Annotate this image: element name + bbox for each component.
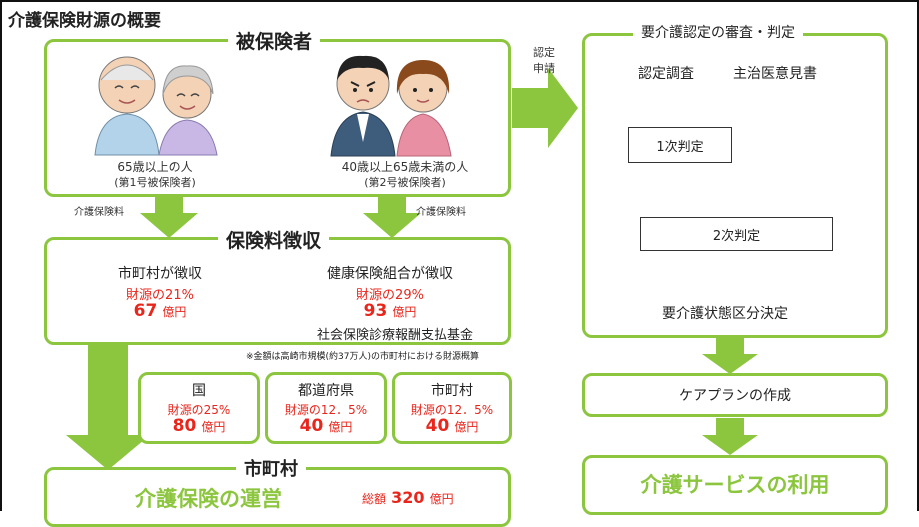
public-fund-municipality-amount: 40 — [425, 416, 450, 436]
insured-group1-line2: (第1号被保険者) — [114, 176, 196, 189]
public-fund-prefecture — [265, 372, 387, 444]
insured-group1-line1: 65歳以上の人 — [117, 160, 193, 174]
care-plan-label: ケアプランの作成 — [679, 388, 791, 404]
collection-left-amount-row: 67 億円 — [80, 301, 240, 321]
certification-decision: 要介護状態区分決定 — [662, 306, 788, 322]
public-fund-municipality-share: 財源の12．5% — [410, 403, 494, 417]
middle-aged-couple-illustration — [330, 55, 452, 157]
municipality-total-amount: 320 — [391, 488, 425, 507]
public-fund-municipality-amount-row: 40 億円 — [392, 416, 512, 436]
public-fund-municipality-unit: 億円 — [454, 420, 479, 434]
certification-title: 要介護認定の審査・判定 — [633, 22, 803, 42]
public-fund-country-share: 財源の25% — [167, 403, 231, 417]
public-fund-prefecture-amount-row: 40 億円 — [265, 416, 387, 436]
public-fund-municipality — [392, 372, 512, 444]
municipality-total-label: 総額 — [362, 492, 387, 506]
insured-group2-line1: 40歳以上65歳未満の人 — [341, 160, 469, 174]
premium-label-right: 介護保険料 — [416, 207, 466, 218]
arrow-collection-to-municipality — [66, 343, 150, 470]
collection-left-unit: 億円 — [162, 305, 187, 319]
collection-right-sub: 社会保険診療報酬支払基金 — [316, 328, 473, 343]
collection-right-name: 健康保険組合が徴収 — [327, 266, 453, 282]
public-fund-country — [138, 372, 260, 444]
municipality-operation: 介護保険の運営 — [135, 487, 282, 511]
service-use-label: 介護サービスの利用 — [640, 473, 830, 497]
public-fund-prefecture-name: 都道府県 — [298, 383, 354, 399]
arrow-application — [512, 68, 578, 148]
arrow-premium-right — [363, 196, 421, 238]
collection-note: ※金額は高崎市規模(約37万人)の市町村における財源概算 — [246, 352, 480, 362]
first-judgment-box: 1次判定 — [628, 127, 732, 163]
application-label-line1: 認定 — [533, 46, 555, 59]
insured-title: 被保険者 — [228, 27, 321, 54]
certification-survey: 認定調査 — [638, 66, 694, 82]
page-title: 介護保険財源の概要 — [8, 11, 161, 31]
collection-title: 保険料徴収 — [218, 226, 330, 253]
arrow-to-care-plan — [702, 338, 758, 374]
municipality-total-unit: 億円 — [429, 492, 454, 506]
public-fund-country-amount: 80 — [172, 416, 197, 436]
municipality-total-row: 総額 320 億円 — [362, 488, 454, 507]
certification-box — [582, 33, 888, 338]
elderly-couple-illustration — [94, 56, 218, 156]
collection-right-amount-row: 93 億円 — [300, 301, 480, 321]
public-fund-country-name: 国 — [192, 383, 206, 399]
public-fund-municipality-name: 市町村 — [431, 383, 473, 399]
second-judgment-box: 2次判定 — [640, 217, 833, 251]
collection-right-amount: 93 — [363, 301, 388, 321]
public-fund-country-amount-row: 80 億円 — [138, 416, 260, 436]
arrow-premium-left — [140, 196, 198, 238]
collection-right-share: 財源の29% — [356, 288, 424, 303]
collection-left-share: 財源の21% — [126, 288, 194, 303]
premium-label-left: 介護保険料 — [74, 207, 124, 218]
collection-left-name: 市町村が徴収 — [118, 266, 202, 282]
public-fund-prefecture-share: 財源の12．5% — [284, 403, 368, 417]
public-fund-prefecture-unit: 億円 — [328, 420, 353, 434]
collection-right-unit: 億円 — [392, 305, 417, 319]
page-frame — [0, 0, 919, 511]
insured-group2-line2: (第2号被保険者) — [364, 176, 446, 189]
collection-left-amount: 67 — [133, 301, 158, 321]
municipality-title: 市町村 — [236, 455, 306, 481]
care-plan-box — [582, 373, 888, 417]
application-label-line2: 申請 — [533, 62, 555, 75]
public-fund-prefecture-amount: 40 — [299, 416, 324, 436]
certification-doctor: 主治医意見書 — [733, 66, 817, 82]
public-fund-country-unit: 億円 — [201, 420, 226, 434]
arrow-to-service — [702, 418, 758, 455]
